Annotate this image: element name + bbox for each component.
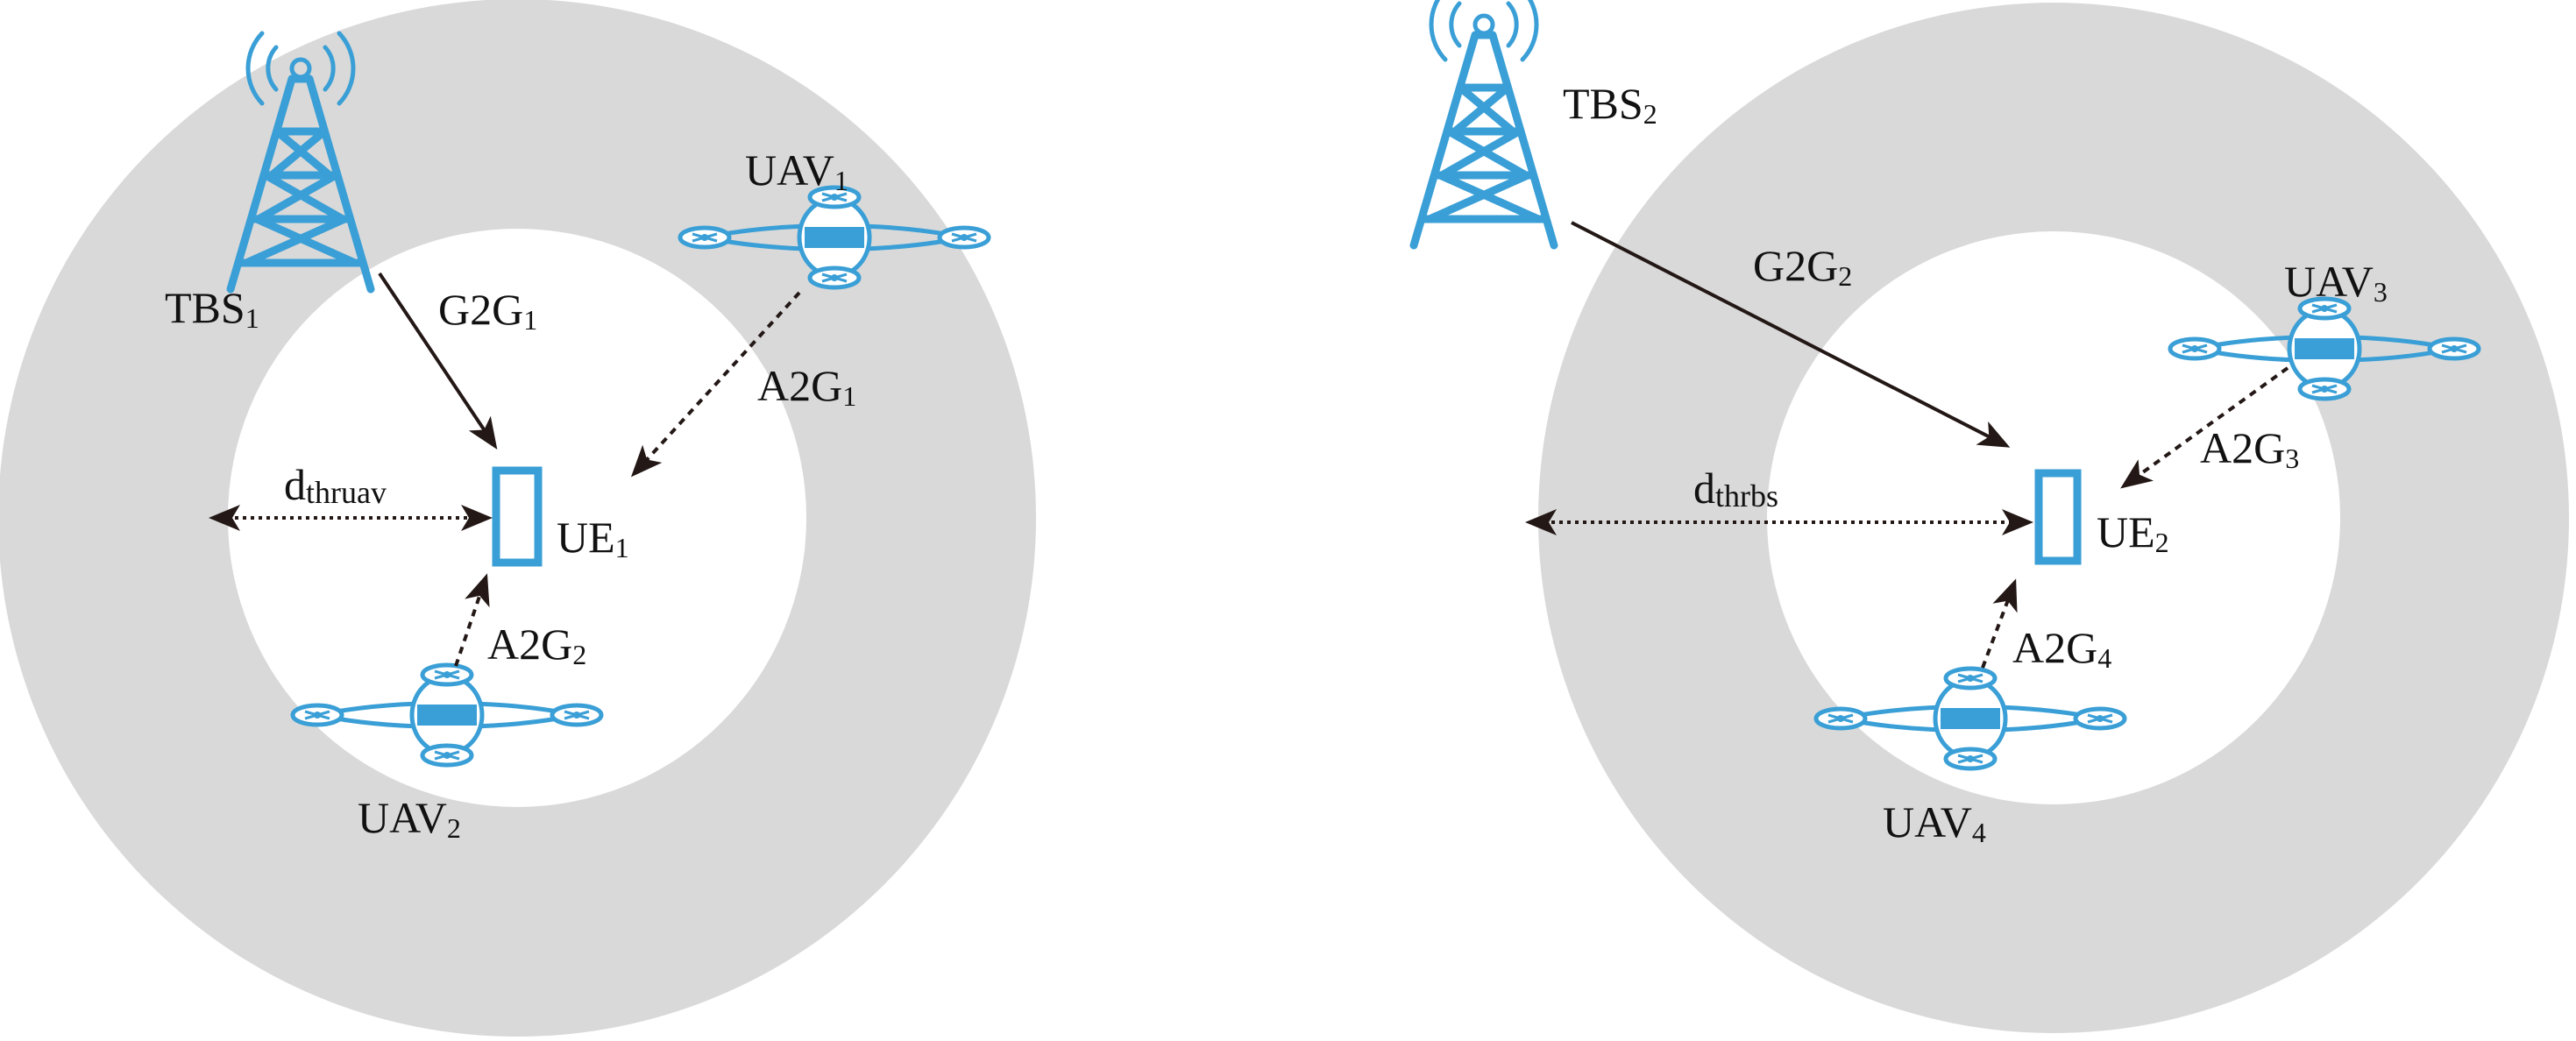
distance-label: dthruav bbox=[284, 460, 387, 510]
g2g-link-label: G2G2 bbox=[1753, 241, 1852, 292]
g2g-link-arrow bbox=[378, 272, 498, 450]
uav-label: UAV1 bbox=[745, 145, 848, 196]
right-scene: TBS2 G2G2 UAV3 A2G3 dthrbs UE2 A2G4 UAV4 bbox=[1414, 0, 2569, 1033]
a2g-link-arrow bbox=[630, 291, 801, 478]
a2g-link-label: A2G4 bbox=[2012, 623, 2111, 674]
uav-label: UAV4 bbox=[1883, 797, 1986, 848]
ue-device-icon bbox=[492, 466, 543, 567]
uav-label: UAV3 bbox=[2284, 257, 2388, 308]
uav-label: UAV2 bbox=[358, 793, 461, 844]
left-scene: TBS1 G2G1 UAV1 A2G1 dthruav UE1 A2G2 UAV… bbox=[0, 0, 1036, 1037]
g2g-link-arrow bbox=[1571, 221, 2011, 448]
a2g-link-arrow bbox=[1981, 578, 2018, 669]
ue-label: UE1 bbox=[557, 513, 629, 563]
ue-label: UE2 bbox=[2097, 507, 2169, 558]
tower-label: TBS2 bbox=[1563, 79, 1657, 130]
a2g-link-arrow bbox=[454, 573, 490, 667]
g2g-link-label: G2G1 bbox=[438, 285, 537, 336]
distance-label: dthrbs bbox=[1693, 464, 1778, 513]
a2g-link-label: A2G1 bbox=[757, 361, 856, 412]
tower-label: TBS1 bbox=[165, 283, 259, 334]
a2g-link-label: A2G2 bbox=[487, 620, 586, 670]
tower-icon bbox=[1414, 0, 1554, 245]
a2g-link-label: A2G3 bbox=[2200, 423, 2299, 474]
ue-device-icon bbox=[2034, 469, 2082, 565]
